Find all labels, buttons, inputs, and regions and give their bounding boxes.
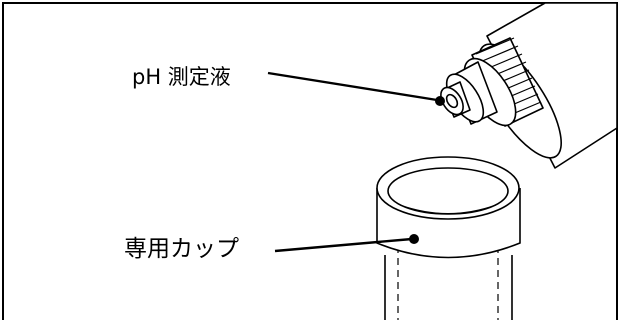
figure-frame bbox=[2, 2, 618, 320]
ph-solution-bottle-icon bbox=[440, 2, 618, 169]
leader-dot-icon bbox=[435, 96, 445, 106]
leader-dot-icon bbox=[409, 234, 419, 244]
solution-label: pH 測定液 bbox=[132, 65, 231, 89]
cup-label: 専用カップ bbox=[124, 236, 239, 262]
measuring-cup-icon bbox=[376, 156, 521, 320]
cup-leader-line bbox=[274, 237, 413, 253]
solution-leader-line bbox=[267, 71, 438, 102]
